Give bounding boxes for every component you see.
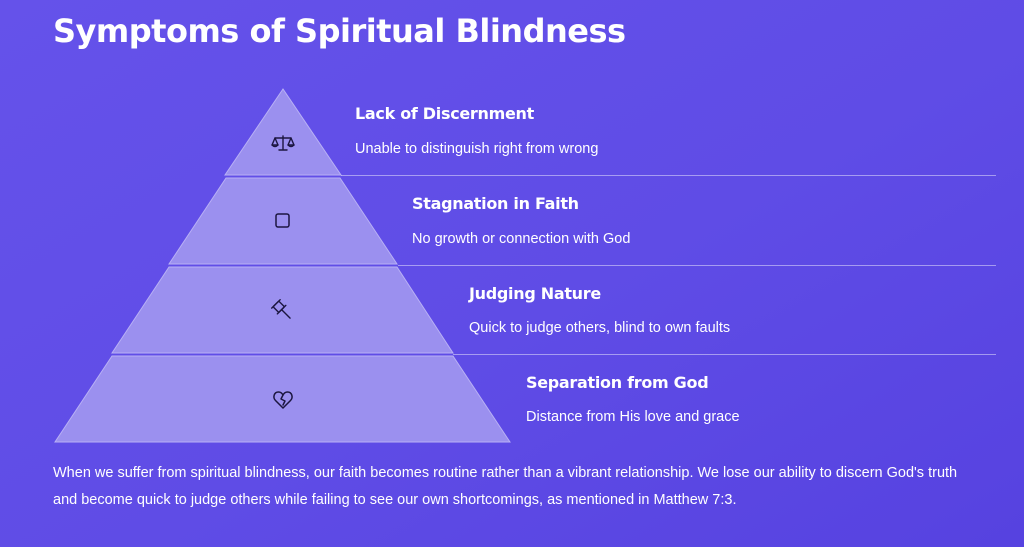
gavel-icon <box>270 298 291 319</box>
tier-3-divider <box>453 354 996 355</box>
tier-2-title: Stagnation in Faith <box>412 194 579 213</box>
page-title: Symptoms of Spiritual Blindness <box>53 12 626 50</box>
pyramid-tier-1 <box>224 88 342 176</box>
tier-3-description: Quick to judge others, blind to own faul… <box>469 320 731 336</box>
scales-icon <box>271 135 295 151</box>
tier-2-description: No growth or connection with God <box>412 231 631 247</box>
tier-1-title: Lack of Discernment <box>355 104 534 123</box>
tier-4-title: Separation from God <box>526 373 709 392</box>
tier-2-divider <box>398 265 996 266</box>
broken-heart-icon <box>273 391 293 409</box>
tier-4-description: Distance from His love and grace <box>526 409 740 425</box>
tier-1-description: Unable to distinguish right from wrong <box>355 141 599 157</box>
summary-paragraph: When we suffer from spiritual blindness,… <box>53 465 958 508</box>
square-icon <box>275 213 290 228</box>
pyramid-tier-2 <box>168 177 398 265</box>
tier-3-title: Judging Nature <box>469 284 601 303</box>
tier-1-divider <box>341 175 996 176</box>
